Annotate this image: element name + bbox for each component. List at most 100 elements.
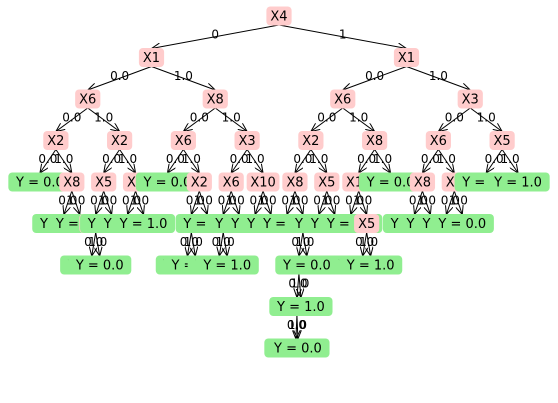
split-node: X8 [282, 172, 308, 192]
tree-edge [351, 190, 360, 215]
tree-edge [151, 66, 216, 91]
split-node: X5 [354, 214, 380, 233]
tree-edge [56, 107, 89, 132]
tree-edge [303, 232, 307, 257]
leaf-node-box [8, 172, 72, 192]
leaf-node-label: Y = 0.0 [143, 176, 192, 191]
split-node: X1 [138, 48, 165, 67]
tree-edge [299, 273, 301, 298]
split-node-box [43, 131, 69, 150]
edges-layer: 00.00.00.01.00.01.01.00.00.00.01.01.01.0… [38, 24, 520, 339]
edge-label: 0.0 [291, 235, 310, 249]
edge-label: 1.0 [321, 193, 340, 207]
leaf-node-box [486, 172, 550, 192]
edge-label: 1.0 [88, 235, 107, 249]
tree-edge [358, 190, 367, 215]
edge-label: 1.0 [222, 110, 241, 124]
split-node-label: X8 [207, 93, 224, 108]
edge-label: 0.0 [62, 110, 81, 124]
tree-edge [104, 149, 121, 174]
tree-edge [326, 190, 335, 215]
split-node-label: X10 [250, 176, 275, 191]
leaf-node-label: Y = 0.0 [273, 342, 322, 357]
split-node-box [409, 172, 436, 192]
tree-edge [501, 149, 518, 174]
edge-label: 0.0 [180, 235, 199, 249]
edge-label: 1.0 [258, 193, 277, 207]
tree-edge [119, 149, 136, 174]
edge-label: 0.0 [58, 193, 77, 207]
tree-edge [92, 232, 96, 257]
split-node: X2 [186, 172, 212, 192]
tree-edge [103, 190, 112, 215]
leaf-node: Y = 1.0 [339, 255, 403, 275]
edge-label: 0.0 [409, 193, 428, 207]
split-node: X10 [246, 172, 280, 192]
split-node-box [138, 48, 165, 67]
split-node-label: X2 [47, 134, 64, 149]
tree-edge [294, 190, 303, 215]
edge-label: 1.0 [130, 193, 149, 207]
edge-label: 1.0 [349, 110, 368, 124]
split-node-box [425, 131, 451, 150]
split-node-label: X2 [111, 134, 128, 149]
tree-edge [374, 149, 391, 174]
split-node: X5 [91, 172, 117, 192]
split-node-box [246, 172, 280, 192]
edge-label: 0.0 [357, 152, 376, 166]
tree-edge [438, 107, 471, 132]
leaf-node-box [358, 172, 423, 192]
split-node-label: X5 [358, 217, 375, 232]
split-node-box [234, 131, 260, 150]
tree-edge [422, 149, 439, 174]
edge-label: 1.0 [295, 235, 314, 249]
split-node-box [282, 172, 308, 192]
leaf-node-label: Y = 1.0 [493, 176, 542, 191]
edge-label: 0.0 [122, 193, 141, 207]
tree-edge [446, 190, 455, 215]
split-node-label: X6 [430, 134, 447, 149]
leaf-node-box [135, 172, 200, 192]
split-node-label: X8 [63, 176, 80, 191]
tree-edge [214, 107, 247, 132]
edge-label: 1.0 [501, 152, 520, 166]
tree-edge [64, 190, 73, 215]
leaf-node-box [430, 214, 494, 233]
leaf-node-label: Y = 0.0 [366, 176, 415, 191]
edge-label: 0.0 [441, 193, 460, 207]
split-node: X8 [202, 89, 228, 109]
tree-edge [469, 107, 502, 132]
split-node-box [298, 131, 324, 150]
split-node-label: X5 [494, 134, 511, 149]
tree-edge [219, 232, 223, 257]
tree-edge [310, 149, 327, 174]
edge-label: 0.0 [317, 110, 336, 124]
edge-label: 0.0 [84, 235, 103, 249]
tree-edge [71, 190, 80, 215]
tree-edge [246, 149, 263, 174]
split-node-box [202, 89, 228, 109]
split-node-box [330, 89, 356, 109]
split-node-box [489, 131, 515, 150]
edge-label: 0.0 [102, 152, 121, 166]
edge-label: 1.0 [353, 193, 372, 207]
tree-edge [311, 107, 344, 132]
edge-label: 1.0 [437, 152, 456, 166]
edge-label: 1.0 [246, 152, 265, 166]
split-node: X6 [330, 89, 356, 109]
leaf-node: Y = 0.0 [266, 338, 330, 358]
edge-label: 0.0 [38, 152, 57, 166]
split-node-box [75, 89, 101, 109]
tree-edge [262, 190, 271, 215]
edge-label: 0.0 [365, 69, 384, 83]
edge-label: 1.0 [289, 193, 308, 207]
split-node: X6 [218, 172, 244, 192]
edge-label: 1.0 [373, 152, 392, 166]
split-node-box [170, 131, 196, 150]
edge-label: 0.0 [230, 152, 249, 166]
edge-label: 0.0 [166, 152, 185, 166]
leaf-node-label: Y = 1.0 [346, 259, 395, 274]
edge-label: 1.0 [216, 235, 235, 249]
split-node-label: X1 [398, 51, 415, 66]
split-node-label: X4 [270, 10, 287, 25]
